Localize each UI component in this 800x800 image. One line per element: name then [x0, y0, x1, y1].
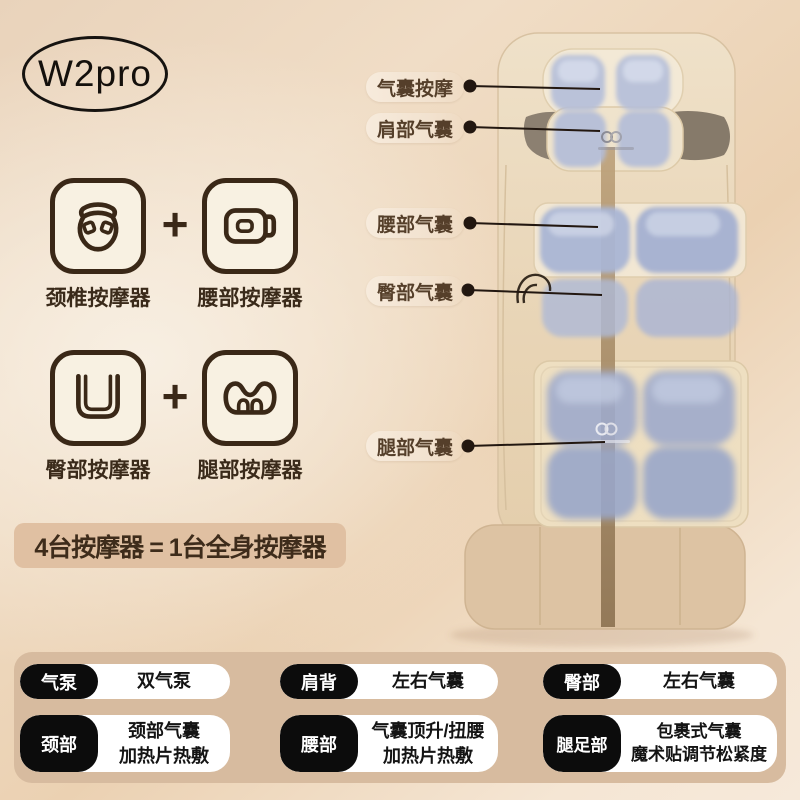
callout-waist-airbag: 腰部气囊	[366, 208, 464, 238]
device-label-waist: 腰部按摩器	[197, 287, 303, 310]
spec-row-waist: 腰部 气囊顶升/扭腰 加热片热敷	[280, 715, 498, 772]
head-airbags	[551, 55, 670, 111]
plus-sign: +	[161, 198, 189, 250]
brand-logo	[598, 131, 634, 150]
spec-row-neck: 颈部 颈部气囊 加热片热敷	[20, 715, 230, 772]
spec-value: 颈部气囊 加热片热敷	[119, 721, 209, 766]
equation-banner: 4台按摩器 = 1台全身按摩器	[14, 523, 346, 568]
waist-massager-icon	[202, 178, 298, 274]
spec-row-pump: 气泵 双气泵	[20, 664, 230, 699]
spec-row-hip: 臀部 左右气囊	[543, 664, 777, 699]
waist-airbags	[540, 207, 738, 273]
neck-massager-icon	[50, 178, 146, 274]
spec-value: 左右气囊	[663, 671, 735, 692]
spec-row-shoulder-back: 肩背 左右气囊	[280, 664, 498, 699]
device-label-leg: 腿部按摩器	[197, 459, 303, 482]
w2pro-badge: W2pro	[22, 36, 168, 112]
equation-text: 4台按摩器 = 1台全身按摩器	[34, 533, 326, 562]
spec-row-leg-foot: 腿足部 包裹式气囊 魔术贴调节松紧度	[543, 715, 777, 772]
spec-value: 气囊顶升/扭腰 加热片热敷	[371, 721, 485, 766]
plus-sign: +	[161, 370, 189, 422]
badge-label: W2pro	[38, 53, 152, 94]
spec-key: 肩背	[280, 664, 358, 699]
callout-leg-airbag: 腿部气囊	[366, 431, 464, 461]
hip-massager-icon	[50, 350, 146, 446]
leg-airbags	[547, 371, 735, 519]
spec-key: 腰部	[280, 715, 358, 772]
callout-shoulder-airbag: 肩部气囊	[366, 113, 464, 143]
device-label-hip: 臀部按摩器	[45, 459, 151, 482]
spec-value: 包裹式气囊 魔术贴调节松紧度	[631, 721, 767, 764]
callout-hip-airbag: 臀部气囊	[366, 276, 464, 306]
leg-massager-icon	[202, 350, 298, 446]
shoulder-airbags	[554, 111, 670, 167]
spec-key: 气泵	[20, 664, 98, 699]
spec-key: 腿足部	[543, 715, 621, 772]
spec-card: 气泵 双气泵 肩背 左右气囊 臀部 左右气囊 颈部 颈部气囊 加热片热敷 腰部 …	[14, 652, 786, 783]
spec-key: 臀部	[543, 664, 621, 699]
massage-mat-image	[450, 32, 754, 647]
spec-key: 颈部	[20, 715, 98, 772]
spec-value: 左右气囊	[392, 671, 464, 692]
spec-value: 双气泵	[137, 671, 191, 692]
callout-airbag-massage: 气囊按摩	[366, 72, 464, 102]
hip-airbags	[542, 279, 738, 337]
device-label-neck: 颈椎按摩器	[45, 287, 151, 310]
